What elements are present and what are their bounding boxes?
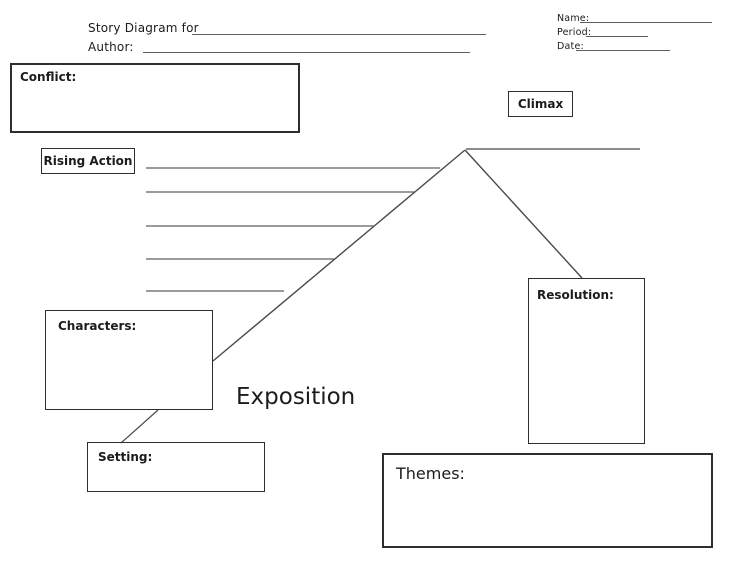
conflict-label: Conflict:: [20, 70, 77, 84]
rising-action-box[interactable]: Rising Action: [41, 148, 135, 174]
resolution-label: Resolution:: [537, 288, 614, 302]
setting-label: Setting:: [98, 450, 153, 464]
characters-label: Characters:: [58, 319, 137, 333]
name-label: Name:: [557, 13, 590, 24]
story-diagram-title-label: Story Diagram for: [88, 21, 199, 35]
story-title-blank[interactable]: [192, 34, 486, 35]
characters-setting-connector-line: [120, 409, 159, 444]
climax-label: Climax: [517, 97, 564, 111]
author-blank[interactable]: [143, 52, 470, 53]
resolution-box[interactable]: Resolution:: [528, 278, 645, 444]
conflict-box[interactable]: Conflict:: [10, 63, 300, 133]
date-blank[interactable]: [576, 50, 670, 51]
setting-box[interactable]: Setting:: [87, 442, 265, 492]
themes-label: Themes:: [396, 464, 465, 483]
period-label: Period:: [557, 27, 592, 38]
characters-box[interactable]: Characters:: [45, 310, 213, 410]
falling-action-slope-line: [464, 149, 583, 279]
climax-box[interactable]: Climax: [508, 91, 573, 117]
exposition-label: Exposition: [236, 384, 356, 410]
name-blank[interactable]: [580, 22, 712, 23]
rising-action-slope-line: [212, 149, 466, 362]
period-blank[interactable]: [586, 36, 648, 37]
author-label: Author:: [88, 40, 134, 54]
date-label: Date:: [557, 41, 584, 52]
themes-box[interactable]: Themes:: [382, 453, 713, 548]
rising-action-label: Rising Action: [43, 154, 133, 168]
